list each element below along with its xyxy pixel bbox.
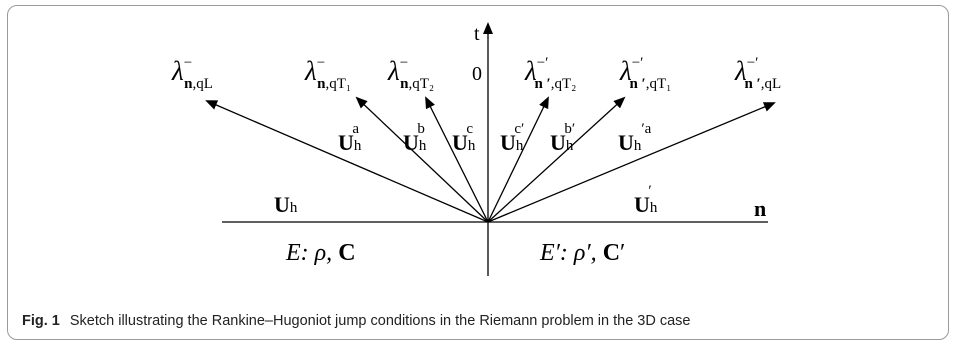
state-label: Uhb xyxy=(403,121,427,155)
ray-left-qT2 xyxy=(425,96,489,223)
right-state-label: Uh′ xyxy=(634,183,658,217)
state-label: Uhc xyxy=(452,121,476,155)
lambda-label: λ−n,qT₂ xyxy=(387,55,434,92)
right-medium-label: E′: ρ′, C′ xyxy=(539,240,625,266)
ray-right-qT2 xyxy=(487,96,549,223)
ray-left-qL xyxy=(205,100,489,223)
state-label: Uhb′ xyxy=(550,121,575,155)
ray-left-qT1 xyxy=(355,96,489,223)
left-medium-label: E: ρ, C xyxy=(285,240,356,266)
left-state-label: Uh xyxy=(274,192,298,217)
figure-caption: Fig. 1 Sketch illustrating the Rankine–Hu… xyxy=(22,313,942,329)
t-axis-label: t xyxy=(474,23,480,45)
lambda-label: λ−′n ′,qL xyxy=(734,55,781,92)
caption-label: Fig. 1 xyxy=(22,313,60,329)
lambda-label: λ−′n ′,qT₁ xyxy=(619,55,671,92)
figure-frame xyxy=(7,5,949,340)
state-label: Uha xyxy=(338,121,362,155)
lambda-label: λ−′n ′,qT₂ xyxy=(524,55,576,92)
state-label: Uh′a xyxy=(618,121,652,155)
ray-right-qL xyxy=(487,102,776,223)
caption-text: Sketch illustrating the Rankine–Hugoniot… xyxy=(69,313,691,329)
lambda-label: λ−n,qT₁ xyxy=(304,55,351,92)
state-label: Uhc′ xyxy=(500,121,524,155)
ray-right-qT1 xyxy=(487,96,626,223)
lambda-label: λ−n,qL xyxy=(171,55,213,92)
n-axis-label: n xyxy=(754,196,766,221)
origin-label: 0 xyxy=(472,63,482,85)
